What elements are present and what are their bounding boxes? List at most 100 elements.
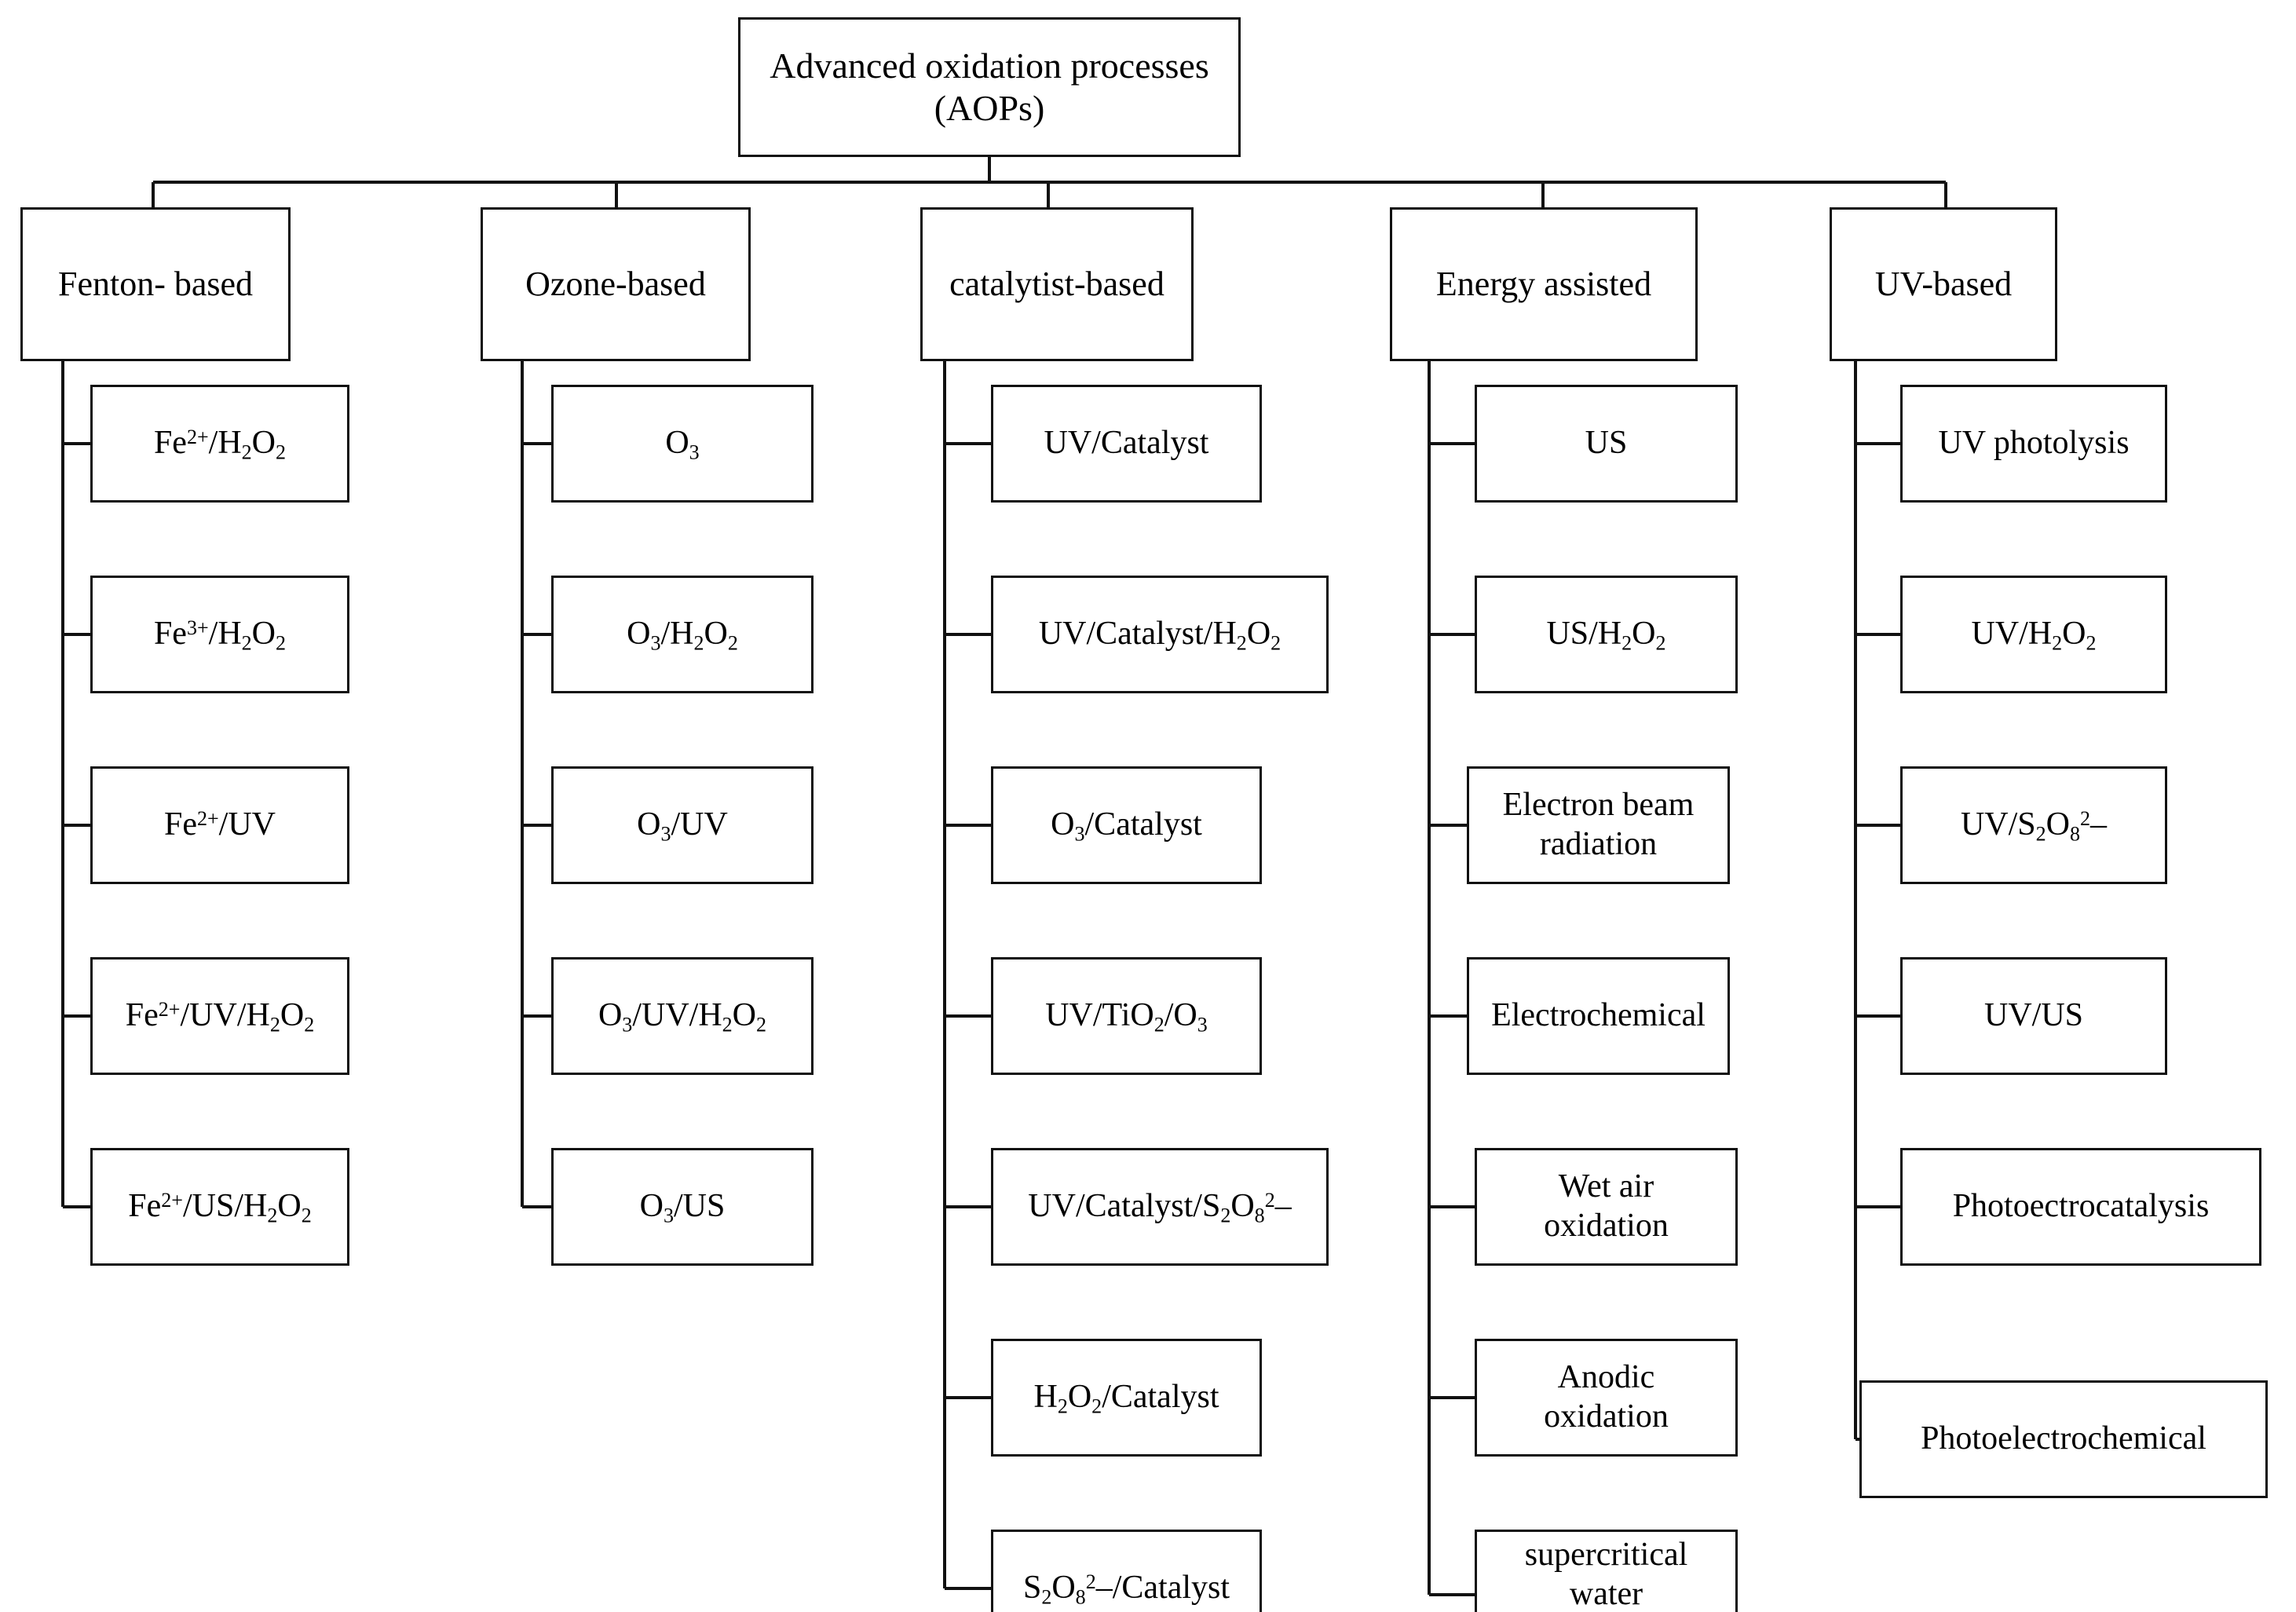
- leaf-node-ozone-1[interactable]: O3/H2O2: [551, 576, 813, 693]
- root-trunk-connector: [988, 157, 991, 182]
- leaf-label-ozone-4: O3/US: [639, 1188, 726, 1227]
- leaf-node-uv-5[interactable]: Photoelectrochemical: [1859, 1380, 2268, 1498]
- leaf-node-catalyst-0[interactable]: UV/Catalyst: [991, 385, 1262, 503]
- column-stem-energy: [1541, 182, 1545, 207]
- leaf-node-energy-0[interactable]: US: [1475, 385, 1738, 503]
- leaf-node-fenton-3[interactable]: Fe2+/UV/H2O2: [90, 957, 349, 1075]
- leaf-node-uv-4[interactable]: Photoectrocatalysis: [1900, 1148, 2261, 1266]
- leaf-node-uv-3[interactable]: UV/US: [1900, 957, 2167, 1075]
- leaf-label-catalyst-2: O3/Catalyst: [1051, 806, 1202, 846]
- leaf-connector-fenton-2: [63, 824, 90, 827]
- leaf-connector-uv-0: [1855, 442, 1900, 445]
- leaf-connector-ozone-3: [522, 1014, 551, 1018]
- leaf-connector-ozone-0: [522, 442, 551, 445]
- leaf-connector-catalyst-3: [945, 1014, 991, 1018]
- leaf-label-catalyst-3: UV/TiO2/O3: [1045, 997, 1208, 1036]
- leaf-node-energy-3[interactable]: Electrochemical: [1467, 957, 1730, 1075]
- column-spine-uv: [1854, 361, 1857, 1439]
- leaf-node-ozone-0[interactable]: O3: [551, 385, 813, 503]
- category-node-fenton[interactable]: Fenton- based: [20, 207, 291, 361]
- category-label-ozone: Ozone-based: [525, 265, 706, 304]
- leaf-node-ozone-3[interactable]: O3/UV/H2O2: [551, 957, 813, 1075]
- leaf-label-ozone-3: O3/UV/H2O2: [598, 997, 767, 1036]
- leaf-connector-catalyst-6: [945, 1587, 991, 1590]
- column-stem-fenton: [152, 182, 155, 207]
- leaf-label-fenton-2: Fe2+/UV: [163, 806, 276, 843]
- leaf-connector-energy-0: [1429, 442, 1475, 445]
- leaf-label-catalyst-6: S2O82–/Catalyst: [1022, 1570, 1230, 1609]
- leaf-connector-catalyst-2: [945, 824, 991, 827]
- leaf-connector-uv-1: [1855, 633, 1900, 636]
- leaf-connector-uv-4: [1855, 1205, 1900, 1208]
- leaf-node-catalyst-2[interactable]: O3/Catalyst: [991, 766, 1262, 884]
- leaf-connector-fenton-3: [63, 1014, 90, 1018]
- leaf-label-catalyst-0: UV/Catalyst: [1044, 425, 1209, 462]
- category-label-uv: UV-based: [1874, 265, 2013, 304]
- leaf-label-ozone-0: O3: [665, 425, 700, 464]
- leaf-connector-catalyst-5: [945, 1396, 991, 1399]
- leaf-node-catalyst-6[interactable]: S2O82–/Catalyst: [991, 1530, 1262, 1612]
- leaf-node-fenton-2[interactable]: Fe2+/UV: [90, 766, 349, 884]
- column-stem-catalyst: [1047, 182, 1050, 207]
- leaf-label-uv-5: Photoelectrochemical: [1921, 1420, 2206, 1457]
- leaf-label-energy-0: US: [1585, 425, 1628, 462]
- category-node-energy[interactable]: Energy assisted: [1390, 207, 1698, 361]
- leaf-label-uv-4: Photoectrocatalysis: [1952, 1188, 2210, 1225]
- leaf-node-energy-6[interactable]: supercriticalwateroxidation: [1475, 1530, 1738, 1612]
- leaf-connector-uv-3: [1855, 1014, 1900, 1018]
- leaf-node-catalyst-5[interactable]: H2O2/Catalyst: [991, 1339, 1262, 1457]
- leaf-node-uv-2[interactable]: UV/S2O82–: [1900, 766, 2167, 884]
- leaf-connector-energy-4: [1429, 1205, 1475, 1208]
- leaf-label-ozone-1: O3/H2O2: [627, 616, 738, 655]
- leaf-node-fenton-0[interactable]: Fe2+/H2O2: [90, 385, 349, 503]
- leaf-connector-ozone-1: [522, 633, 551, 636]
- leaf-connector-energy-1: [1429, 633, 1475, 636]
- leaf-node-catalyst-1[interactable]: UV/Catalyst/H2O2: [991, 576, 1329, 693]
- category-node-ozone[interactable]: Ozone-based: [481, 207, 751, 361]
- category-label-catalyst: catalytist-based: [949, 265, 1164, 304]
- leaf-node-fenton-4[interactable]: Fe2+/US/H2O2: [90, 1148, 349, 1266]
- leaf-node-catalyst-3[interactable]: UV/TiO2/O3: [991, 957, 1262, 1075]
- leaf-connector-fenton-1: [63, 633, 90, 636]
- leaf-label-ozone-2: O3/UV: [637, 806, 728, 846]
- leaf-label-energy-3: Electrochemical: [1491, 997, 1706, 1034]
- leaf-node-fenton-1[interactable]: Fe3+/H2O2: [90, 576, 349, 693]
- leaf-node-catalyst-4[interactable]: UV/Catalyst/S2O82–: [991, 1148, 1329, 1266]
- leaf-node-uv-1[interactable]: UV/H2O2: [1900, 576, 2167, 693]
- leaf-label-uv-3: UV/US: [1983, 997, 2084, 1034]
- column-spine-energy: [1428, 361, 1431, 1595]
- root-node-aops: Advanced oxidation processes(AOPs): [738, 17, 1241, 157]
- leaf-connector-uv-5: [1855, 1438, 1859, 1441]
- leaf-node-ozone-2[interactable]: O3/UV: [551, 766, 813, 884]
- category-label-fenton: Fenton- based: [57, 265, 254, 304]
- leaf-node-energy-1[interactable]: US/H2O2: [1475, 576, 1738, 693]
- column-spine-catalyst: [943, 361, 946, 1588]
- leaf-connector-fenton-4: [63, 1205, 90, 1208]
- leaf-label-fenton-3: Fe2+/UV/H2O2: [125, 997, 315, 1036]
- leaf-label-catalyst-5: H2O2/Catalyst: [1033, 1379, 1219, 1418]
- root-node-label: Advanced oxidation processes(AOPs): [770, 45, 1209, 128]
- category-node-uv[interactable]: UV-based: [1830, 207, 2057, 361]
- leaf-node-uv-0[interactable]: UV photolysis: [1900, 385, 2167, 503]
- column-spine-ozone: [521, 361, 524, 1207]
- leaf-label-fenton-1: Fe3+/H2O2: [153, 616, 287, 655]
- leaf-label-energy-6: supercriticalwateroxidation: [1524, 1537, 1688, 1612]
- leaf-connector-uv-2: [1855, 824, 1900, 827]
- leaf-connector-catalyst-0: [945, 442, 991, 445]
- leaf-node-ozone-4[interactable]: O3/US: [551, 1148, 813, 1266]
- leaf-connector-energy-6: [1429, 1592, 1475, 1596]
- column-spine-fenton: [61, 361, 64, 1207]
- leaf-label-uv-2: UV/S2O82–: [1960, 806, 2108, 846]
- leaf-connector-energy-5: [1429, 1396, 1475, 1399]
- leaf-label-fenton-0: Fe2+/H2O2: [153, 425, 287, 464]
- leaf-label-catalyst-1: UV/Catalyst/H2O2: [1038, 616, 1281, 655]
- leaf-label-fenton-4: Fe2+/US/H2O2: [128, 1188, 312, 1227]
- column-stem-uv: [1944, 182, 1947, 207]
- category-node-catalyst[interactable]: catalytist-based: [920, 207, 1194, 361]
